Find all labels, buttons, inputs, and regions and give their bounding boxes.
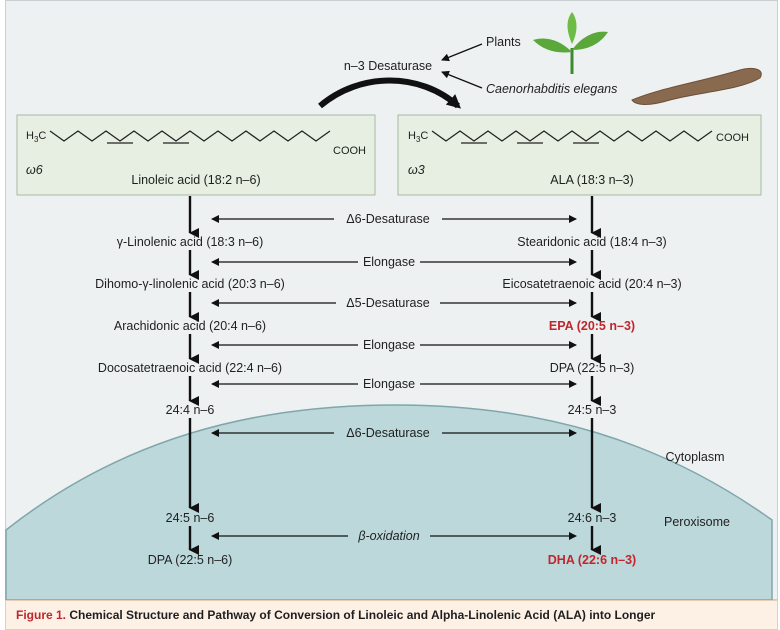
worm-icon [631, 67, 762, 105]
linoleic-acid-label: Linoleic acid (18:2 n–6) [131, 173, 260, 187]
compound-24-5-n6: 24:5 n–6 [166, 511, 215, 525]
compound-24-4-n6: 24:4 n–6 [166, 403, 215, 417]
compound-dpa-n3: DPA (22:5 n–3) [550, 361, 635, 375]
ala-structure: H3C COOH [408, 130, 749, 144]
enzyme-n3-desaturase: n–3 Desaturase [344, 59, 432, 73]
omega3-label: ω3 [408, 163, 425, 177]
enzyme-elongase-3: Elongase [363, 377, 415, 391]
caption-title: Chemical Structure and Pathway of Conver… [69, 608, 656, 622]
plants-arrow [441, 43, 483, 62]
compound-24-6-n3: 24:6 n–3 [568, 511, 617, 525]
compound-24-5-n3: 24:5 n–3 [568, 403, 617, 417]
compound-gamma-linolenic: γ-Linolenic acid (18:3 n–6) [117, 235, 264, 249]
enzyme-elongase-1: Elongase [363, 255, 415, 269]
enzyme-delta6-desaturase-1: Δ6-Desaturase [346, 212, 429, 226]
caption-figure-number: Figure 1. [16, 608, 67, 622]
ala-label: ALA (18:3 n–3) [550, 173, 633, 187]
source-worm: Caenorhabditis elegans [486, 82, 617, 96]
enzyme-arrows [211, 215, 577, 540]
linoleic-structure: H3C COOH [26, 130, 366, 157]
svg-text:COOH: COOH [716, 132, 749, 144]
worm-arrow [441, 70, 483, 89]
compound-docosatetraenoic: Docosatetraenoic acid (22:4 n–6) [98, 361, 282, 375]
svg-text:H3C: H3C [26, 130, 46, 144]
compound-dha: DHA (22:6 n–3) [548, 553, 636, 567]
compound-epa: EPA (20:5 n–3) [549, 319, 635, 333]
cytoplasm-label: Cytoplasm [665, 450, 724, 464]
linoleic-acid-box [16, 114, 376, 196]
svg-text:H3C: H3C [408, 130, 428, 144]
svg-text:COOH: COOH [333, 145, 366, 157]
figure-caption: Figure 1. Chemical Structure and Pathway… [5, 600, 778, 630]
compound-arachidonic: Arachidonic acid (20:4 n–6) [114, 319, 266, 333]
enzyme-beta-oxidation: β-oxidation [357, 529, 419, 543]
peroxisome-label: Peroxisome [664, 515, 730, 529]
enzyme-elongase-2: Elongase [363, 338, 415, 352]
enzyme-delta5-desaturase: Δ5-Desaturase [346, 296, 429, 310]
compound-stearidonic: Stearidonic acid (18:4 n–3) [517, 235, 666, 249]
plant-icon [533, 12, 608, 74]
conversion-arrow [318, 77, 461, 109]
pathway-diagram: n–3 Desaturase Plants Caenorhabditis ele… [5, 12, 773, 600]
enzyme-delta6-desaturase-2: Δ6-Desaturase [346, 426, 429, 440]
compound-dihomo-gamma-linolenic: Dihomo-γ-linolenic acid (20:3 n–6) [95, 277, 285, 291]
compound-dpa-n6: DPA (22:5 n–6) [148, 553, 233, 567]
compound-eicosatetraenoic: Eicosatetraenoic acid (20:4 n–3) [502, 277, 681, 291]
omega6-label: ω6 [26, 163, 43, 177]
ala-box [397, 114, 762, 196]
source-plants: Plants [486, 35, 521, 49]
